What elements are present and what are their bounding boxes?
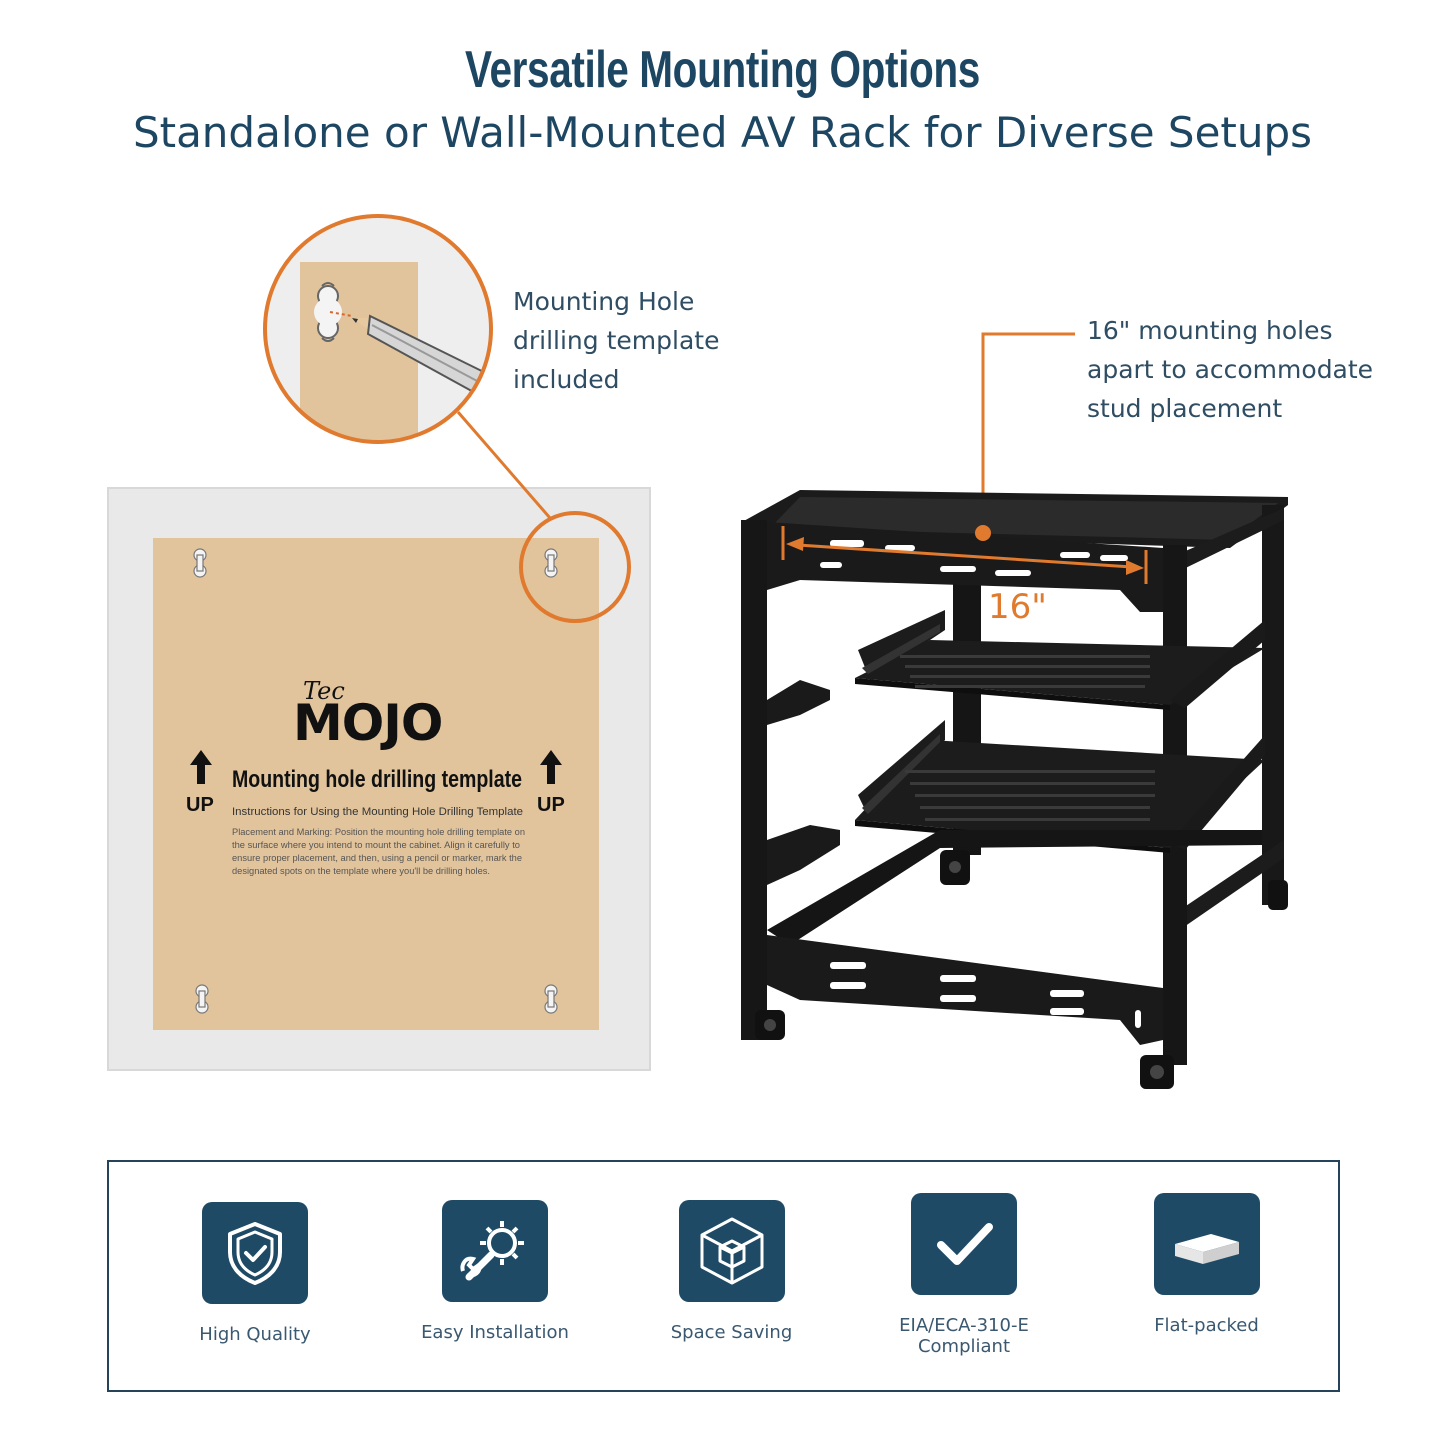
callout-line: apart to accommodate — [1087, 355, 1374, 384]
brand-logo: MOJO — [293, 694, 442, 752]
highlight-circle — [519, 511, 631, 623]
feature-label: Flat-packed — [1154, 1315, 1259, 1336]
feature-flat-packed: Flat-packed — [1144, 1193, 1269, 1336]
connector-line — [456, 411, 552, 519]
feature-label: Easy Installation — [421, 1322, 569, 1343]
template-subheading: Instructions for Using the Mounting Hole… — [232, 806, 523, 818]
page-title: Versatile Mounting Options — [465, 41, 980, 99]
feature-icon-tile — [442, 1200, 548, 1302]
page-subtitle: Standalone or Wall-Mounted AV Rack for D… — [132, 108, 1313, 157]
feature-icon-tile — [202, 1202, 308, 1304]
template-body-line: ensure proper placement, and then, using… — [232, 853, 522, 863]
drilling-template-sheet — [153, 538, 599, 1030]
up-label: UP — [186, 794, 214, 816]
template-heading: Mounting hole drilling template — [232, 766, 522, 793]
feature-easy-installation: Easy Installation — [420, 1200, 570, 1343]
feature-icon-tile — [1153, 1193, 1260, 1295]
up-arrow-icon — [540, 750, 562, 784]
shelf-bottom — [855, 720, 1265, 853]
features-panel: High Quality Easy Installation — [107, 1160, 1340, 1392]
feature-icon-tile — [911, 1193, 1017, 1295]
zoom-detail — [263, 214, 493, 444]
feature-high-quality: High Quality — [195, 1202, 315, 1345]
holes-callout: 16" mounting holes apart to accommodate … — [1087, 311, 1373, 428]
template-body-line: designated spots on the template where y… — [232, 866, 490, 876]
template-body-line: the surface where you intend to mount th… — [232, 840, 520, 850]
flat-box-icon — [1174, 1234, 1239, 1264]
brand-small: Tec — [303, 677, 345, 705]
dimension-arrow — [781, 525, 1148, 584]
wall-panel: Tec MOJO UP UP Mounting hole drilling te… — [107, 487, 651, 1071]
product-illustration: Tec MOJO UP UP Mounting hole drilling te… — [107, 214, 1288, 1089]
callout-line: stud placement — [1087, 394, 1283, 423]
dimension-label: 16" — [988, 587, 1047, 627]
wrench-gear-icon — [460, 1221, 524, 1281]
callout-line: 16" mounting holes — [1087, 316, 1333, 345]
up-arrow-icon — [190, 750, 212, 784]
feature-icon-tile — [678, 1200, 785, 1302]
feature-eia-compliant: EIA/ECA-310-E Compliant — [894, 1193, 1034, 1357]
feature-label: Compliant — [917, 1336, 1011, 1357]
feature-space-saving: Space Saving — [669, 1200, 794, 1343]
up-label: UP — [537, 794, 565, 816]
cube-icon — [700, 1217, 763, 1285]
callout-line: drilling template — [513, 326, 720, 355]
callout-line: Mounting Hole — [513, 287, 695, 316]
callout-line: included — [513, 365, 620, 394]
av-rack: 16" — [741, 332, 1288, 1089]
feature-label: EIA/ECA-310-E — [899, 1315, 1029, 1336]
shield-check-icon — [228, 1222, 282, 1285]
shelf-top — [855, 610, 1265, 710]
checkmark-icon — [937, 1223, 993, 1265]
template-callout: Mounting Hole drilling template included — [513, 282, 719, 399]
callout-leader — [981, 332, 1075, 535]
keyhole-icon — [314, 285, 342, 339]
template-body-line: Placement and Marking: Position the moun… — [232, 827, 525, 837]
feature-label: High Quality — [199, 1324, 311, 1345]
feature-label: Space Saving — [670, 1322, 793, 1343]
